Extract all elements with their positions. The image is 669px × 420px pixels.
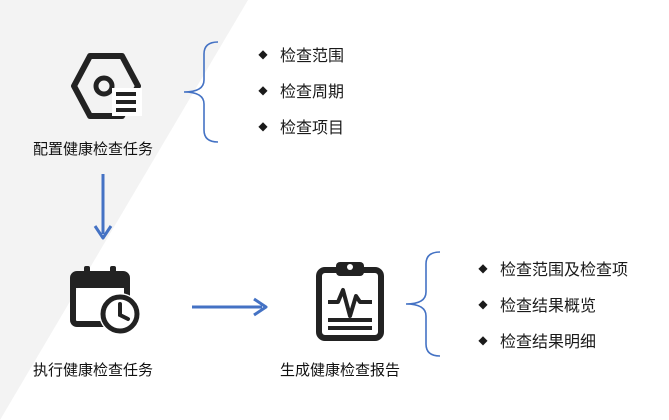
diamond-bullet-icon: ◆ xyxy=(258,83,268,97)
list-item: ◆ 检查项目 xyxy=(256,108,344,144)
diamond-bullet-icon: ◆ xyxy=(478,261,488,275)
list-item: ◆ 检查结果概览 xyxy=(476,286,628,322)
report-brace xyxy=(405,251,441,357)
arrow-down-icon xyxy=(93,174,113,240)
list-item-label: 检查项目 xyxy=(280,118,345,137)
execute-task-label: 执行健康检查任务 xyxy=(33,361,154,379)
diamond-bullet-icon: ◆ xyxy=(478,297,488,311)
arrow-right-icon xyxy=(192,297,268,317)
diamond-bullet-icon: ◆ xyxy=(478,333,488,347)
list-item: ◆ 检查结果明细 xyxy=(476,322,628,358)
diamond-bullet-icon: ◆ xyxy=(258,119,268,133)
configure-task-label: 配置健康检查任务 xyxy=(33,140,154,158)
list-item: ◆ 检查范围及检查项 xyxy=(476,250,628,286)
list-item-label: 检查范围 xyxy=(280,46,345,65)
list-item-label: 检查结果概览 xyxy=(500,296,597,315)
clipboard-report-icon xyxy=(316,262,384,341)
report-label: 生成健康检查报告 xyxy=(280,361,401,379)
list-item-label: 检查范围及检查项 xyxy=(500,260,629,279)
configure-items-list: ◆ 检查范围 ◆ 检查周期 ◆ 检查项目 xyxy=(256,36,344,144)
list-item-label: 检查结果明细 xyxy=(500,332,597,351)
calendar-clock-icon xyxy=(70,266,141,335)
list-item-label: 检查周期 xyxy=(280,82,345,101)
list-item: ◆ 检查周期 xyxy=(256,72,344,108)
diamond-bullet-icon: ◆ xyxy=(258,47,268,61)
hexagon-settings-icon xyxy=(71,53,142,119)
list-item: ◆ 检查范围 xyxy=(256,36,344,72)
configure-brace xyxy=(183,41,219,143)
report-items-list: ◆ 检查范围及检查项 ◆ 检查结果概览 ◆ 检查结果明细 xyxy=(476,250,628,358)
